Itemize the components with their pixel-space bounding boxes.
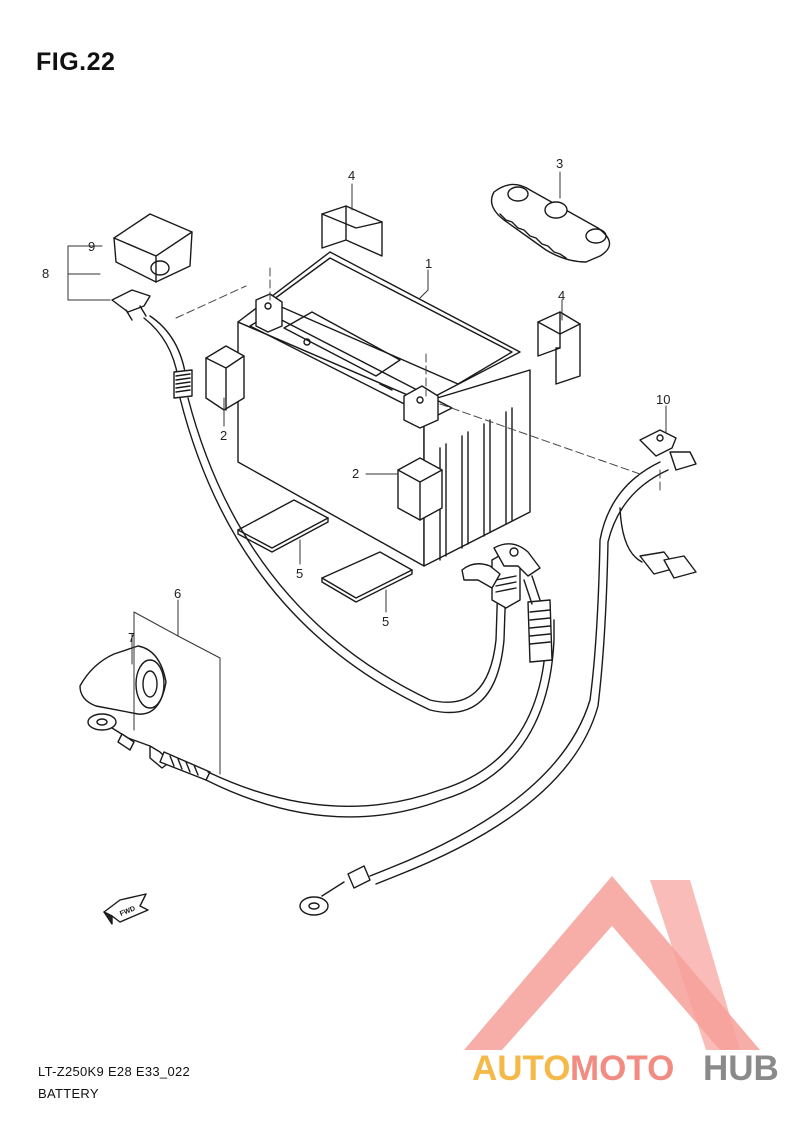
callout-number: 2 (352, 466, 359, 481)
callout-number: 4 (558, 288, 565, 303)
alignment-lines (175, 267, 661, 495)
battery-pad-lower (397, 457, 443, 521)
cushion-sheet-left (237, 499, 329, 553)
callout-number: 5 (296, 566, 303, 581)
figure-title: FIG.22 (36, 48, 116, 76)
watermark-text-part1: AUTO (472, 1049, 571, 1088)
terminal-cover (113, 213, 193, 283)
callout-number: 10 (656, 392, 670, 407)
battery-pad-upper (205, 345, 245, 411)
watermark-logo (464, 876, 760, 1050)
positive-battery-cable (111, 289, 521, 714)
leader-lines (67, 171, 667, 775)
callout-number: 1 (425, 256, 432, 271)
callout-number: 5 (382, 614, 389, 629)
cable-boot (79, 645, 167, 715)
bracket-upper (321, 205, 383, 257)
negative-battery-cable (87, 543, 555, 818)
section-name: BATTERY (38, 1086, 99, 1101)
watermark-text: AUTO MOTO HUB (472, 1049, 779, 1088)
callout-number: 8 (42, 266, 49, 281)
watermark-text-part3: HUB (703, 1049, 779, 1088)
callout-number: 6 (174, 586, 181, 601)
wiring-harness (299, 429, 697, 916)
battery (237, 251, 531, 567)
bracket-lower (537, 311, 581, 385)
callout-number: 7 (128, 630, 135, 645)
callout-number: 4 (348, 168, 355, 183)
watermark-text-part2: MOTO (570, 1049, 674, 1088)
cushion-sheet-right (321, 551, 413, 603)
battery-holder-plate (490, 183, 611, 263)
callout-number: 3 (556, 156, 563, 171)
fwd-arrow-icon (103, 893, 149, 925)
model-code: LT-Z250K9 E28 E33_022 (38, 1064, 191, 1079)
callout-number: 9 (88, 239, 95, 254)
callout-number: 2 (220, 428, 227, 443)
